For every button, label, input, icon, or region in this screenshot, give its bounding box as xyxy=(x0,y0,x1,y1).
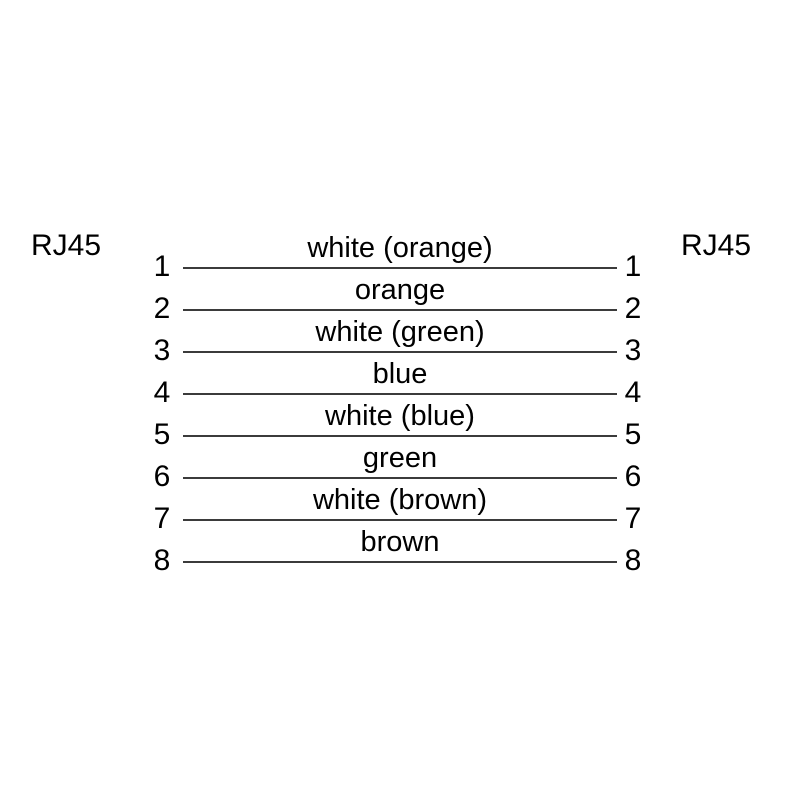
wire-line xyxy=(183,309,617,311)
wire-line xyxy=(183,435,617,437)
right-pin-number: 8 xyxy=(624,544,642,577)
left-pin-number: 3 xyxy=(153,334,171,367)
wire-line xyxy=(183,393,617,395)
right-pin-number: 3 xyxy=(624,334,642,367)
left-connector-label: RJ45 xyxy=(31,229,102,262)
left-pin-number: 5 xyxy=(153,418,171,451)
wire-line xyxy=(183,477,617,479)
left-pin-number: 2 xyxy=(153,292,171,325)
right-pin-number: 4 xyxy=(624,376,642,409)
wire-label: blue xyxy=(372,358,428,390)
wire-label: white (blue) xyxy=(325,400,475,432)
wire-label: white (brown) xyxy=(312,484,488,516)
wire-line xyxy=(183,519,617,521)
left-pin-number: 1 xyxy=(153,250,171,283)
right-pin-number: 7 xyxy=(624,502,642,535)
left-pin-number: 7 xyxy=(153,502,171,535)
wire-label: white (green) xyxy=(315,316,485,348)
right-pin-number: 6 xyxy=(624,460,642,493)
wire-label: brown xyxy=(360,526,440,558)
right-pin-number: 5 xyxy=(624,418,642,451)
wire-label: green xyxy=(362,442,438,474)
wire-label: orange xyxy=(354,274,446,306)
wire-line xyxy=(183,561,617,563)
right-connector-label: RJ45 xyxy=(681,229,752,262)
wire-line xyxy=(183,351,617,353)
left-pin-number: 6 xyxy=(153,460,171,493)
right-pin-number: 2 xyxy=(624,292,642,325)
right-pin-number: 1 xyxy=(624,250,642,283)
wire-line xyxy=(183,267,617,269)
wire-label: white (orange) xyxy=(307,232,493,264)
left-pin-number: 8 xyxy=(153,544,171,577)
left-pin-number: 4 xyxy=(153,376,171,409)
